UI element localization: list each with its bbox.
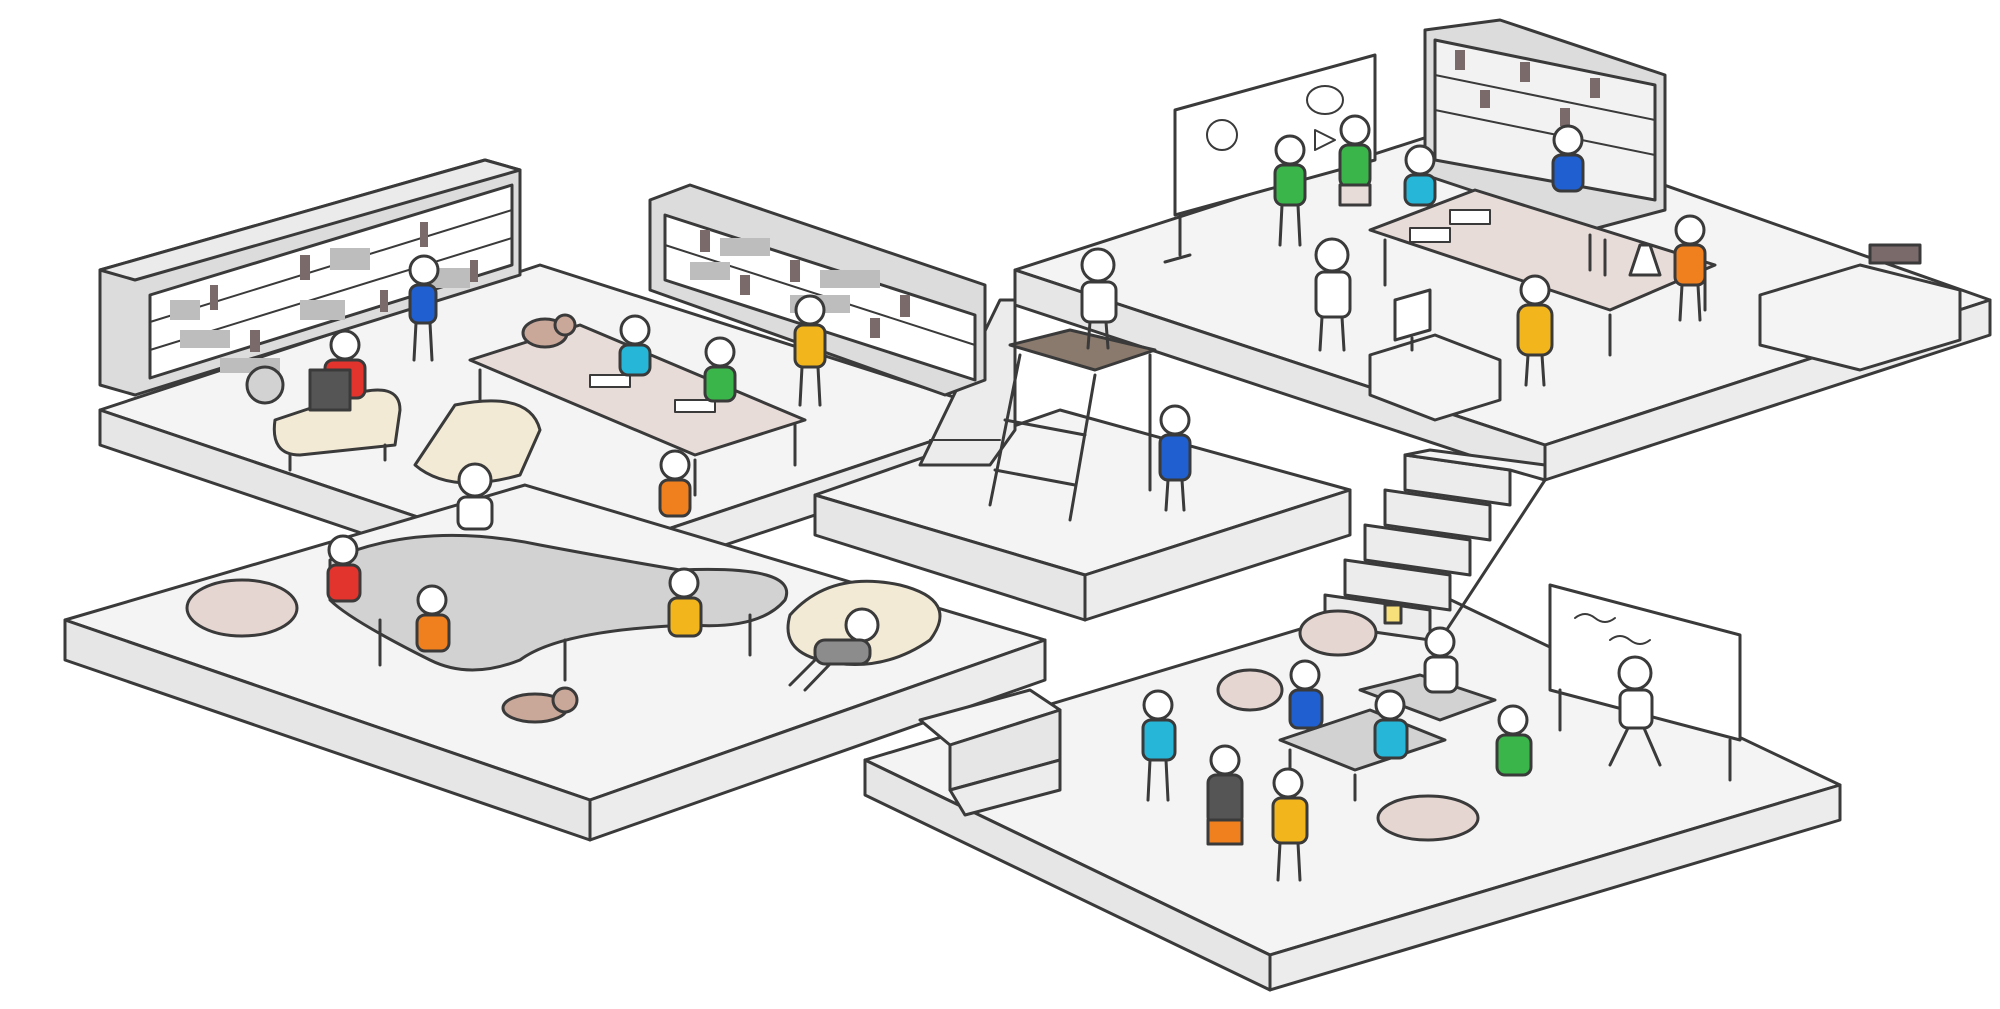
person — [1673, 214, 1707, 322]
whiteboard-icon — [1163, 53, 1377, 264]
person — [703, 336, 737, 403]
person — [1206, 744, 1244, 846]
person — [1373, 689, 1409, 760]
person — [415, 584, 451, 653]
stairs-icon — [1323, 448, 1547, 642]
person — [1516, 274, 1554, 387]
sofa — [413, 399, 542, 485]
dog-icon — [521, 313, 577, 349]
person — [1141, 689, 1177, 802]
ladder-icon — [988, 328, 1157, 522]
person — [658, 449, 692, 518]
sticky-note — [1383, 603, 1403, 625]
person — [1273, 134, 1307, 247]
person — [326, 534, 362, 603]
person — [1271, 767, 1309, 882]
person — [308, 329, 367, 412]
person — [1338, 114, 1372, 207]
bookshelf-icon — [1423, 18, 1667, 232]
stool — [245, 365, 285, 405]
person — [1288, 659, 1324, 730]
person — [1403, 144, 1437, 207]
counter — [1758, 243, 1962, 372]
person — [408, 254, 440, 362]
rug — [1376, 794, 1480, 842]
person — [1314, 237, 1352, 352]
flask-icon — [1588, 233, 1662, 277]
bookshelf-icon — [98, 158, 522, 397]
person — [456, 462, 494, 531]
person — [618, 314, 652, 377]
person — [1608, 655, 1662, 767]
person — [1495, 704, 1533, 777]
person — [1158, 404, 1192, 512]
person — [793, 294, 827, 407]
speech-bubble-icon — [1216, 609, 1378, 712]
rug — [185, 578, 299, 638]
person — [1080, 247, 1118, 350]
sofa — [272, 388, 402, 472]
person — [667, 567, 703, 638]
person — [788, 607, 880, 692]
lab-table — [1368, 188, 1717, 357]
person — [1423, 626, 1459, 694]
dog-icon — [501, 686, 579, 724]
stairs-icon — [918, 688, 1062, 817]
person — [1551, 124, 1585, 193]
computer-icon — [1368, 288, 1502, 422]
